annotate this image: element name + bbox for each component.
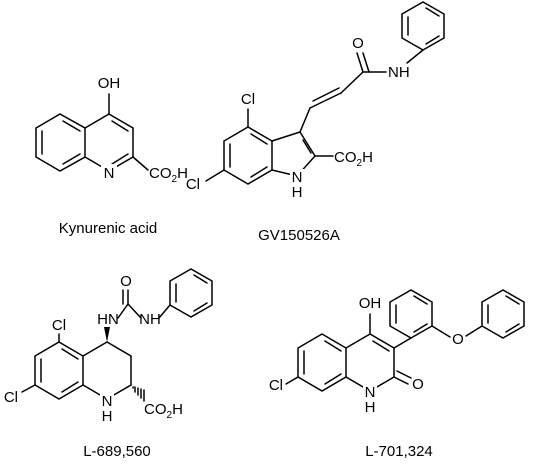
hn-label: HN xyxy=(97,311,119,328)
l-689560-caption: L-689,560 xyxy=(83,443,151,460)
indole-h-label: H xyxy=(292,184,303,201)
hashed-bond xyxy=(132,386,145,402)
ring-h-label: H xyxy=(102,408,113,425)
chlorine-6-label: Cl xyxy=(186,176,200,193)
chlorine-4-label: Cl xyxy=(241,91,255,108)
ether-oxygen-label: O xyxy=(452,331,464,348)
carboxyl-label: CO2H xyxy=(334,149,373,169)
gv150526a-structure: Cl Cl O NH N H CO2H GV150526A xyxy=(186,1,445,244)
carbonyl-oxygen-label: O xyxy=(412,376,424,393)
carbonyl-oxygen-label: O xyxy=(352,35,364,52)
chlorine-label: Cl xyxy=(269,377,283,394)
kynurenic-acid-structure: N OH CO2H Kynurenic acid xyxy=(35,75,188,237)
chlorine-5-label: Cl xyxy=(52,317,66,334)
nh-label: NH xyxy=(139,311,161,328)
chlorine-7-label: Cl xyxy=(4,389,18,406)
ring-h-label: H xyxy=(365,399,376,416)
l-701324-caption: L-701,324 xyxy=(365,443,433,460)
l-701324-structure: OH O Cl N H O L-701,324 xyxy=(269,289,525,460)
ring-nitrogen-label: N xyxy=(365,384,376,401)
kynurenic-acid-caption: Kynurenic acid xyxy=(59,220,157,237)
hydroxyl-label: OH xyxy=(98,75,121,92)
gv150526a-caption: GV150526A xyxy=(258,227,340,244)
urea-oxygen-label: O xyxy=(120,273,132,290)
hydroxyl-label: OH xyxy=(359,295,382,312)
carboxyl-label: CO2H xyxy=(149,165,188,185)
carboxyl-label: CO2H xyxy=(144,401,183,421)
ring-nitrogen-label: N xyxy=(102,393,113,410)
amide-nh-label: NH xyxy=(388,64,410,81)
nitrogen-label: N xyxy=(104,165,115,182)
l-689560-structure: O HN NH Cl Cl N H CO2H L-689,560 xyxy=(4,268,213,460)
indole-nitrogen-label: N xyxy=(292,169,303,186)
